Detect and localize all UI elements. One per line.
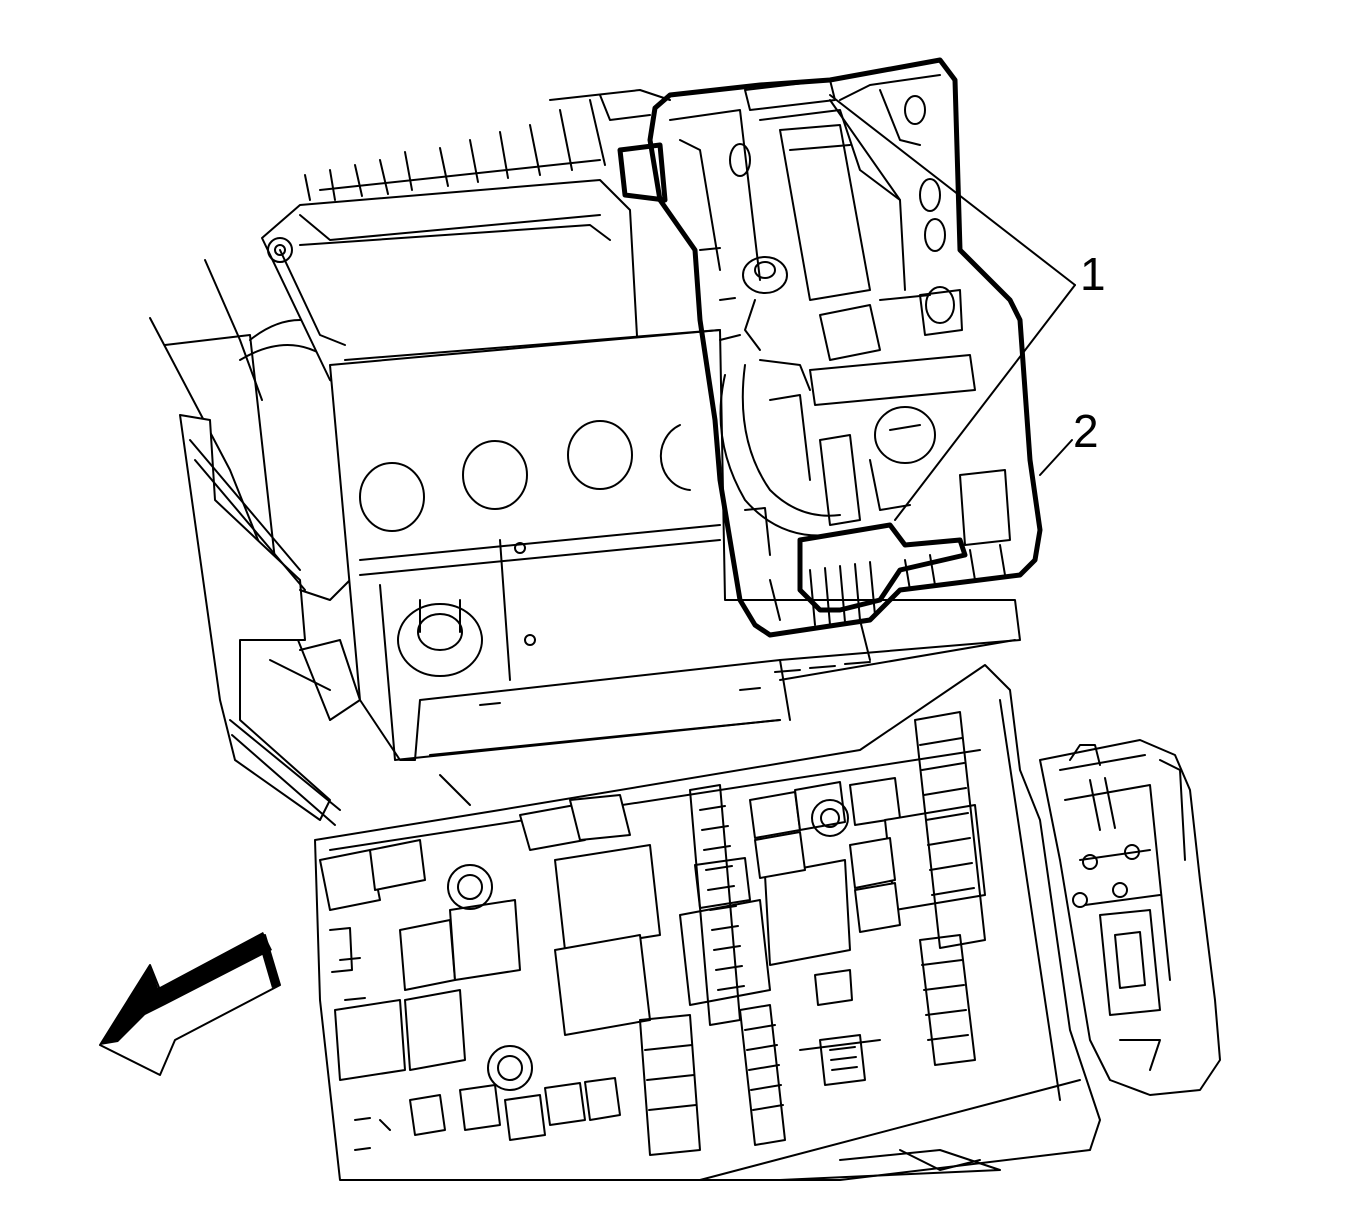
callout-1-leaders [829,94,1076,521]
callout-1-label: 1 [1080,248,1106,300]
arrow-left-down-icon [99,932,281,1076]
right-side-bracket [1039,739,1221,1096]
callout-2-label: 2 [1073,405,1099,457]
callout-2-leader [1039,439,1073,476]
vent-cap-1 [359,462,425,532]
relay-block [314,664,1101,1181]
vent-cap-2 [462,440,528,510]
battery [329,329,1021,806]
vent-cap-3 [567,420,633,490]
